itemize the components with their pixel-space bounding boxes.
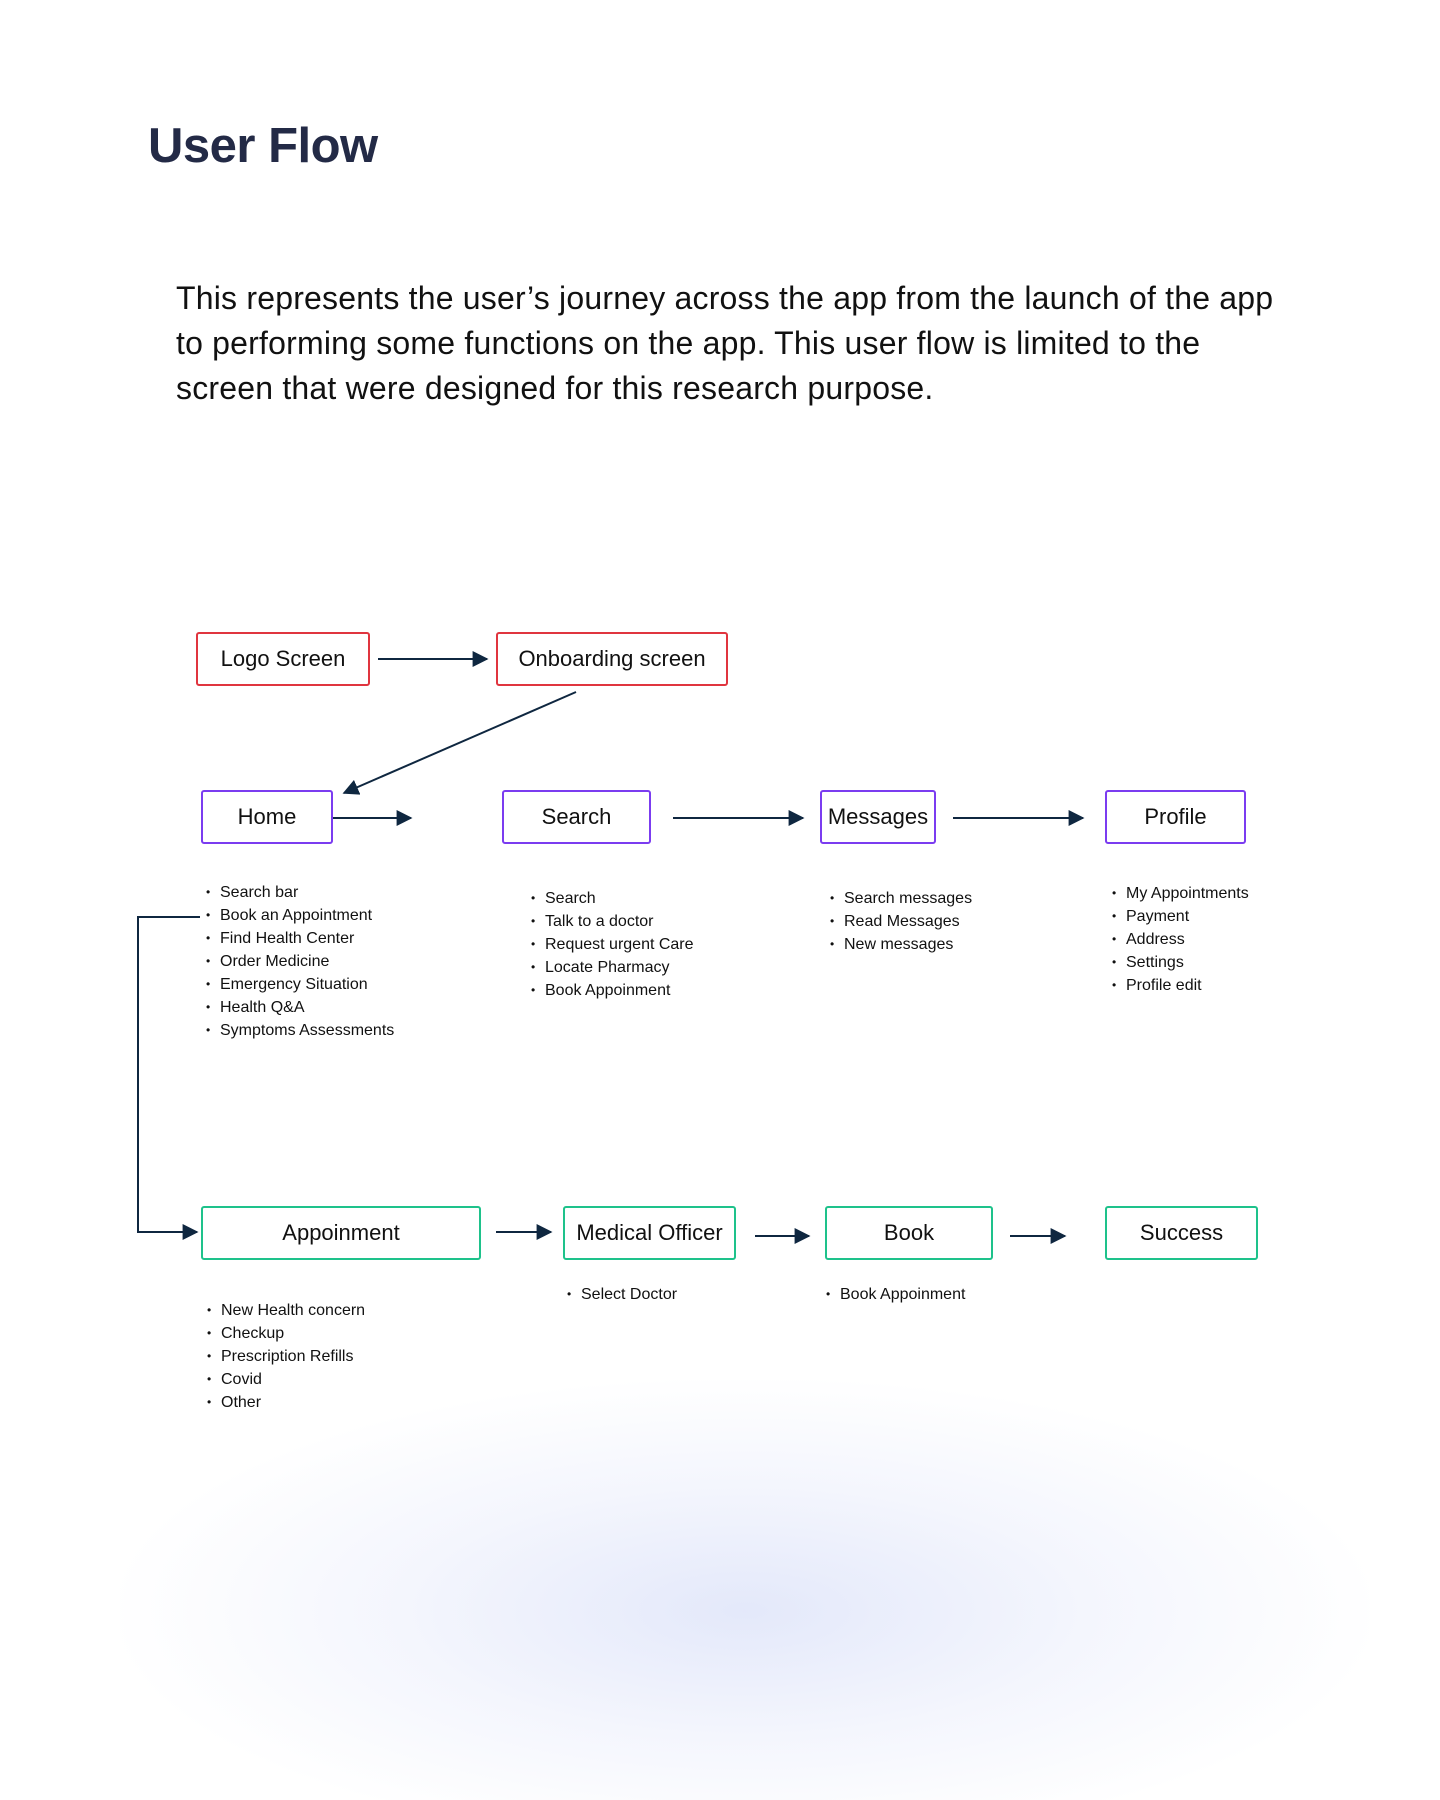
- node-home: Home: [201, 790, 333, 844]
- medical-officer-list: Select Doctor: [567, 1283, 677, 1306]
- list-item: Search messages: [830, 887, 972, 910]
- intro-paragraph: This represents the user’s journey acros…: [176, 280, 1274, 406]
- list-item: Payment: [1112, 905, 1249, 928]
- node-profile: Profile: [1105, 790, 1246, 844]
- list-item: Order Medicine: [206, 950, 394, 973]
- list-item: Emergency Situation: [206, 973, 394, 996]
- list-item: Other: [207, 1391, 365, 1414]
- list-item: Talk to a doctor: [531, 910, 694, 933]
- node-appointment: Appoinment: [201, 1206, 481, 1260]
- list-item: Locate Pharmacy: [531, 956, 694, 979]
- page-title: User Flow: [148, 119, 378, 173]
- list-item: Book Appoinment: [531, 979, 694, 1002]
- list-item: Search: [531, 887, 694, 910]
- list-item: Settings: [1112, 951, 1249, 974]
- list-item: Select Doctor: [567, 1283, 677, 1306]
- list-item: Health Q&A: [206, 996, 394, 1019]
- node-medical-officer: Medical Officer: [563, 1206, 736, 1260]
- list-item: Symptoms Assessments: [206, 1019, 394, 1042]
- list-item: Book Appoinment: [826, 1283, 965, 1306]
- list-item: Covid: [207, 1368, 365, 1391]
- list-item: My Appointments: [1112, 882, 1249, 905]
- list-item: Read Messages: [830, 910, 972, 933]
- messages-feature-list: Search messages Read Messages New messag…: [830, 887, 972, 956]
- list-item: New messages: [830, 933, 972, 956]
- list-item: Checkup: [207, 1322, 365, 1345]
- list-item: Find Health Center: [206, 927, 394, 950]
- search-feature-list: Search Talk to a doctor Request urgent C…: [531, 887, 694, 1002]
- list-item: Address: [1112, 928, 1249, 951]
- arrow-onboarding-to-home: [342, 691, 577, 795]
- node-logo-screen: Logo Screen: [196, 632, 370, 686]
- appointment-type-list: New Health concern Checkup Prescription …: [207, 1299, 365, 1414]
- node-messages: Messages: [820, 790, 936, 844]
- node-search: Search: [502, 790, 651, 844]
- list-item: New Health concern: [207, 1299, 365, 1322]
- background-glow: [120, 1380, 1370, 1800]
- list-item: Search bar: [206, 881, 394, 904]
- list-item: Prescription Refills: [207, 1345, 365, 1368]
- profile-feature-list: My Appointments Payment Address Settings…: [1112, 882, 1249, 997]
- home-feature-list: Search bar Book an Appointment Find Heal…: [206, 881, 394, 1042]
- connector-home-list-to-appointment: [137, 916, 200, 1240]
- list-item: Profile edit: [1112, 974, 1249, 997]
- book-list: Book Appoinment: [826, 1283, 965, 1306]
- list-item: Request urgent Care: [531, 933, 694, 956]
- node-book: Book: [825, 1206, 993, 1260]
- node-onboarding-screen: Onboarding screen: [496, 632, 728, 686]
- list-item: Book an Appointment: [206, 904, 394, 927]
- node-success: Success: [1105, 1206, 1258, 1260]
